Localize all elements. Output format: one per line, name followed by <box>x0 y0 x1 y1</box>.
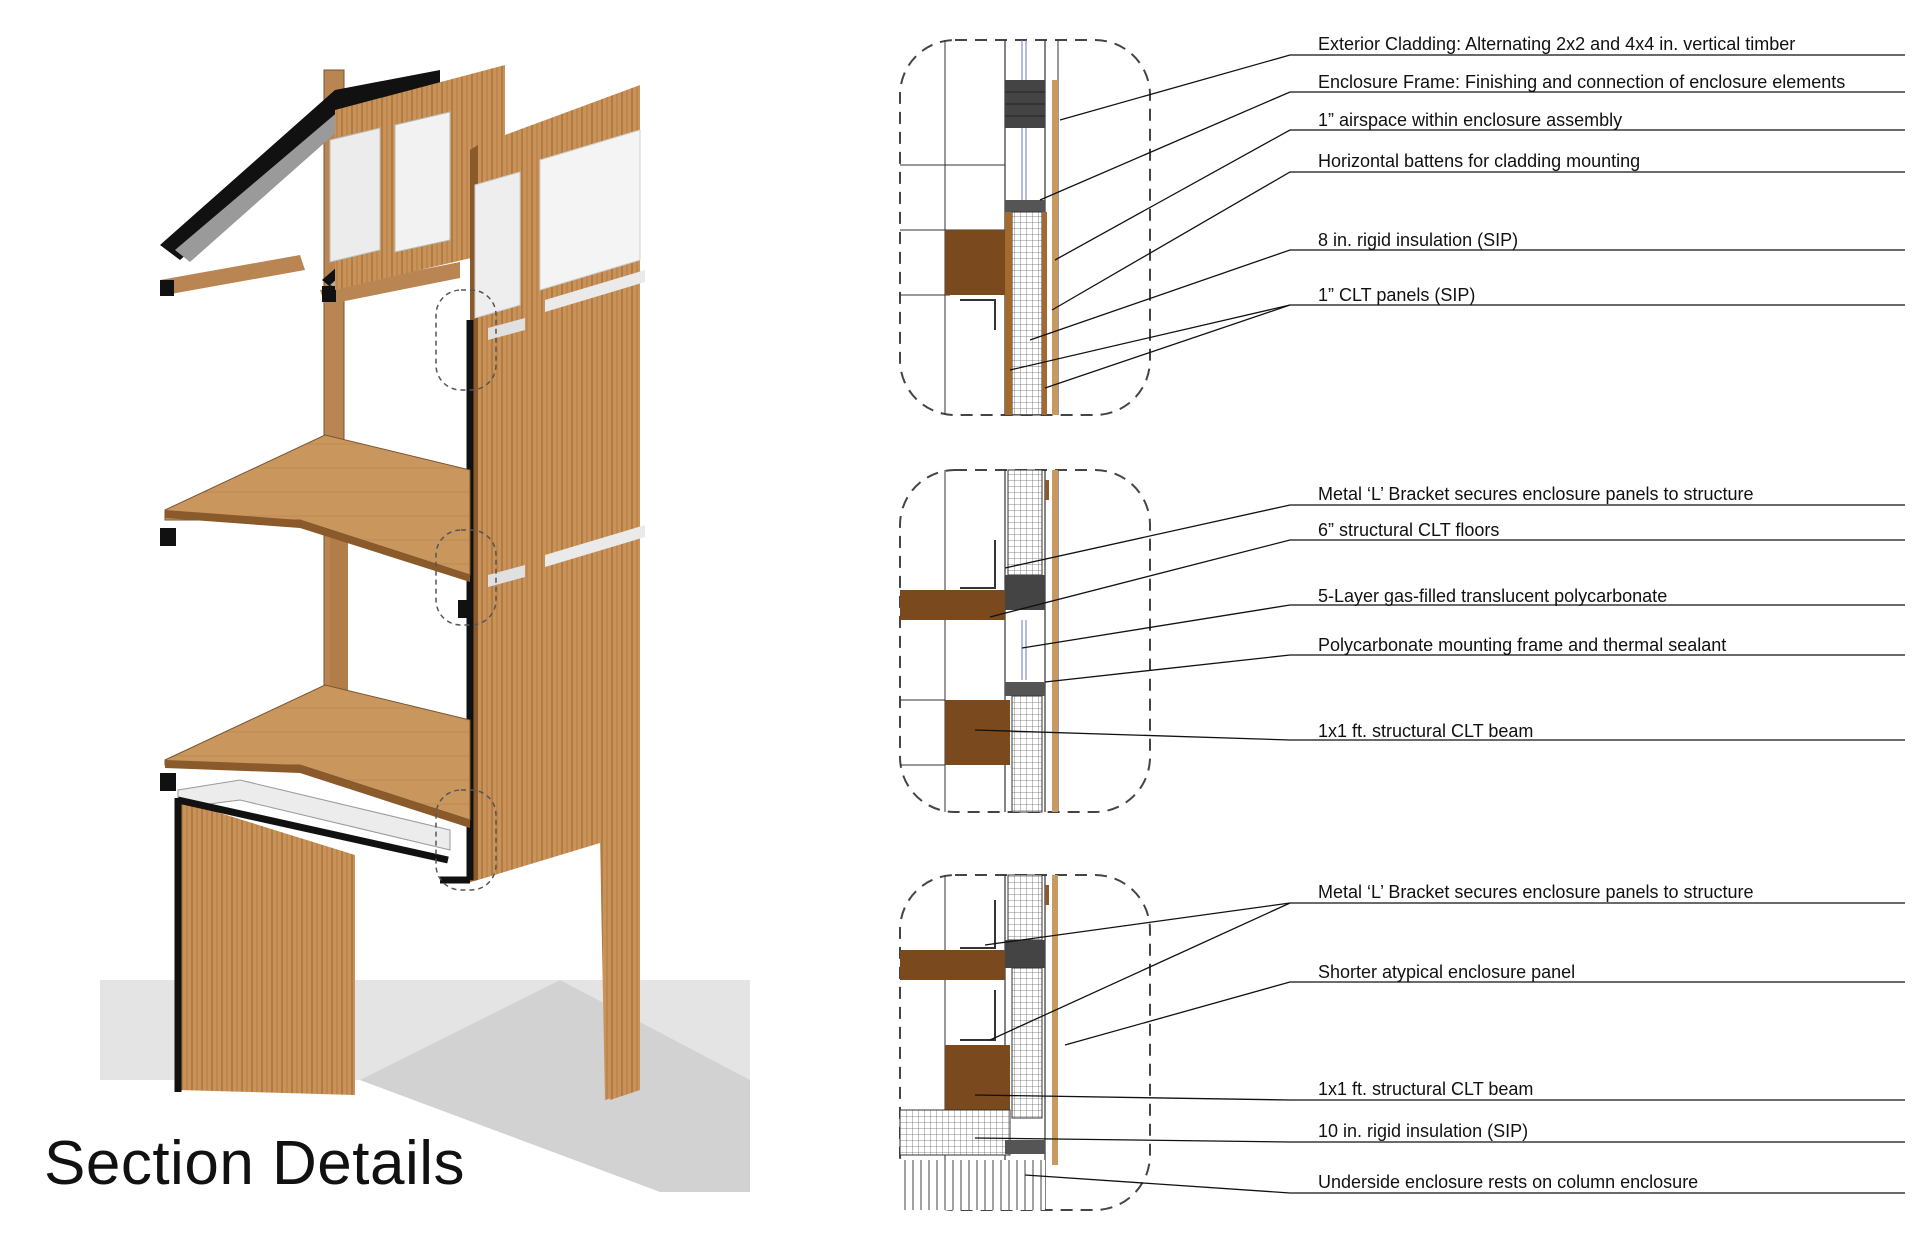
cast-shadow <box>360 980 750 1192</box>
rafter-1 <box>160 255 305 295</box>
callout-clt-beam-1: 1x1 ft. structural CLT beam <box>1318 721 1534 741</box>
front-wall <box>478 85 640 1100</box>
rafter-2 <box>320 262 460 305</box>
callout-polycarbonate: 5-Layer gas-filled translucent polycarbo… <box>1318 586 1668 606</box>
clt-panel-outer <box>1042 212 1047 415</box>
callout-rigid-insulation-8in: 8 in. rigid insulation (SIP) <box>1318 230 1519 250</box>
callout-shorter-panel: Shorter atypical enclosure panel <box>1318 962 1576 982</box>
beam-end-upper-2 <box>458 600 472 618</box>
model-callout-2 <box>435 529 497 626</box>
detail-3 <box>899 874 1151 1211</box>
column-enclosure-edge <box>174 796 449 1092</box>
callout-metal-bracket-1: Metal ‘L’ Bracket secures enclosure pane… <box>1318 484 1754 504</box>
detail-1 <box>899 39 1151 416</box>
rafter-end-1 <box>160 280 174 296</box>
model-callout-1 <box>435 289 497 391</box>
callout-horizontal-battens: Horizontal battens for cladding mounting <box>1318 151 1641 171</box>
front-window-1 <box>539 129 641 291</box>
detail-2 <box>899 469 1151 813</box>
callout-clt-beam-2: 1x1 ft. structural CLT beam <box>1318 1079 1534 1099</box>
callout-enclosure-frame: Enclosure Frame: Finishing and connectio… <box>1318 72 1846 92</box>
callout-clt-panels: 1” CLT panels (SIP) <box>1318 285 1476 305</box>
axonometric-section-model <box>100 65 750 1192</box>
column-enclosure-section <box>900 1160 1045 1210</box>
callout-metal-bracket-2: Metal ‘L’ Bracket secures enclosure pane… <box>1318 882 1754 902</box>
column-enclosure <box>178 800 355 1095</box>
callout-exterior-cladding: Exterior Cladding: Alternating 2x2 and 4… <box>1318 34 1796 54</box>
callout-rigid-insulation-10in: 10 in. rigid insulation (SIP) <box>1318 1121 1529 1141</box>
leader-lines <box>974 54 1905 1194</box>
window-strip-1 <box>545 270 645 312</box>
floor-slab-upper <box>164 434 471 576</box>
window-strip-3 <box>488 318 525 340</box>
polycarbonate-frame <box>1005 682 1045 696</box>
insulation-lower <box>1011 695 1043 813</box>
window-strip-2 <box>545 525 645 567</box>
insulation-upper <box>1007 469 1043 576</box>
floor-slab-3 <box>900 950 1005 980</box>
page-title: Section Details <box>44 1129 466 1198</box>
callout-underside-enclosure: Underside enclosure rests on column encl… <box>1318 1172 1699 1192</box>
model-callout-3 <box>435 789 497 891</box>
rigid-insulation-10in <box>899 1109 1011 1156</box>
rafter-end-2 <box>322 286 336 302</box>
front-window-2 <box>474 171 521 319</box>
clt-beam-2 <box>945 700 1010 765</box>
floor-slab-upper-edge <box>165 510 470 582</box>
beam-end-upper <box>160 528 176 546</box>
beam-end-lower <box>160 773 176 791</box>
floor-slab-lower-edge <box>165 760 470 828</box>
clt-beam <box>945 230 1005 295</box>
cladding-timber <box>1052 80 1058 415</box>
back-window-1 <box>329 127 381 263</box>
callout-airspace: 1” airspace within enclosure assembly <box>1318 110 1623 130</box>
right-column-leg <box>600 830 640 1100</box>
rigid-insulation <box>1011 211 1043 416</box>
callout-clt-floors: 6” structural CLT floors <box>1318 520 1500 540</box>
callout-polycarbonate-frame: Polycarbonate mounting frame and thermal… <box>1318 635 1727 655</box>
floor-slab <box>900 590 1005 620</box>
back-window-2 <box>394 111 451 253</box>
roof-glass-back <box>175 88 420 262</box>
window-strip-4 <box>488 565 525 587</box>
clt-beam-3 <box>945 1045 1010 1110</box>
clt-panel-inner <box>1005 212 1012 415</box>
